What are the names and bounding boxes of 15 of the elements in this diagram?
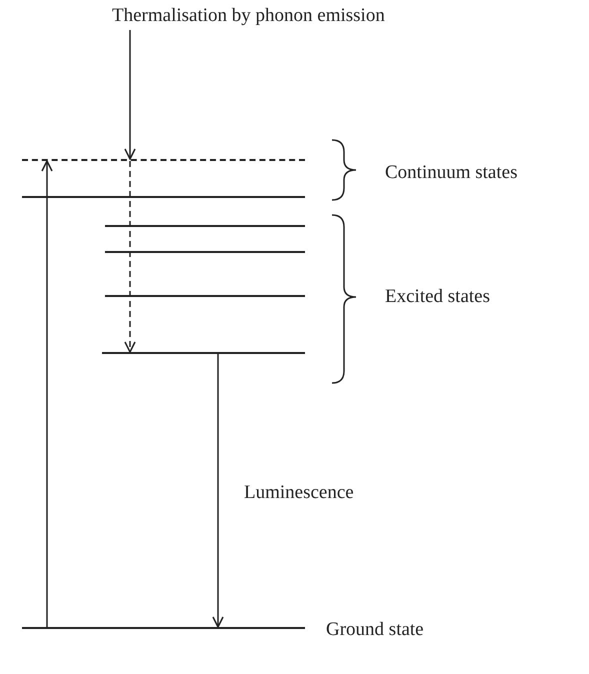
- energy-level-line: [22, 627, 305, 629]
- arrow: [41, 160, 53, 627]
- dashed-energy-level-line: [22, 159, 305, 161]
- energy-level-line: [105, 251, 305, 253]
- level-label: Ground state: [326, 618, 424, 642]
- state-label: Continuum states: [385, 161, 518, 185]
- energy-level-line: [105, 295, 305, 297]
- energy-level-line: [102, 352, 305, 354]
- energy-level-line: [22, 196, 305, 198]
- arrow: [124, 161, 136, 353]
- energy-level-line: [105, 225, 305, 227]
- arrow: [212, 354, 224, 628]
- state-label: Excited states: [385, 285, 490, 309]
- arrow: [124, 30, 136, 160]
- heading-text: Thermalisation by phonon emission: [112, 4, 482, 28]
